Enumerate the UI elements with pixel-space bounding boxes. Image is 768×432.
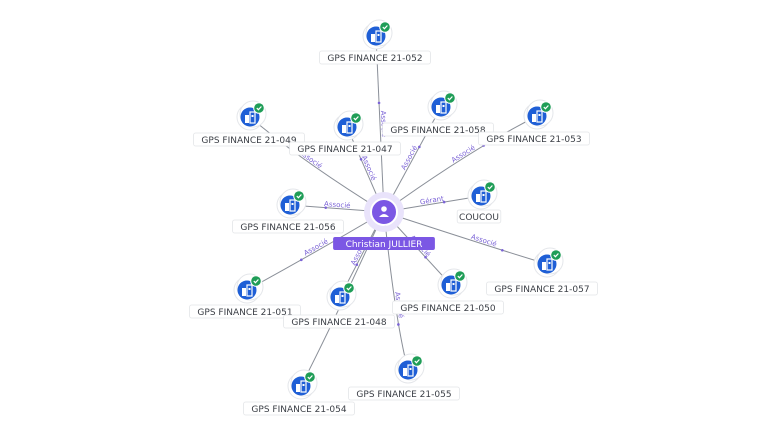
building-icon bbox=[446, 283, 450, 291]
edge-arrow bbox=[377, 101, 381, 105]
node-label: COUCOU bbox=[459, 213, 499, 223]
edge-arrow bbox=[355, 263, 359, 267]
building-icon bbox=[342, 125, 346, 133]
person-label: Christian JULLIER bbox=[346, 240, 423, 250]
node-label: GPS FINANCE 21-052 bbox=[327, 54, 422, 64]
verified-check-icon bbox=[304, 371, 316, 383]
node-label-box bbox=[392, 300, 504, 315]
node-label-box bbox=[456, 209, 502, 224]
node-label: GPS FINANCE 21-057 bbox=[494, 285, 589, 295]
company-node-n054[interactable]: GPS FINANCE 21-054 bbox=[243, 369, 355, 416]
verified-check-icon bbox=[444, 92, 456, 104]
building-icon bbox=[371, 34, 375, 42]
node-label-box bbox=[243, 401, 355, 416]
node-label-box bbox=[348, 386, 460, 401]
edge-label: Associé bbox=[360, 154, 378, 181]
verified-check-icon bbox=[253, 102, 265, 114]
edge-line bbox=[383, 211, 409, 371]
building-icon bbox=[242, 288, 246, 296]
person-label-box bbox=[333, 237, 435, 250]
node-label-box bbox=[486, 281, 598, 296]
edge-label: Associé bbox=[324, 200, 351, 210]
verified-check-icon bbox=[379, 21, 391, 33]
node-label-box bbox=[283, 314, 395, 329]
edge-label: Associé bbox=[400, 144, 420, 171]
edge-line bbox=[249, 116, 385, 213]
node-label: GPS FINANCE 21-047 bbox=[297, 145, 392, 155]
person-icon-disc bbox=[370, 198, 398, 226]
node-label-box bbox=[289, 141, 401, 156]
node-label-box bbox=[478, 131, 590, 146]
node-label: GPS FINANCE 21-055 bbox=[356, 390, 451, 400]
building-icon bbox=[335, 295, 339, 303]
company-node-n051[interactable]: GPS FINANCE 21-051 bbox=[189, 273, 301, 319]
node-label: GPS FINANCE 21-048 bbox=[291, 318, 386, 328]
edge-n055: Associé bbox=[383, 211, 409, 371]
company-node-n050[interactable]: GPS FINANCE 21-050 bbox=[392, 268, 504, 315]
company-node-n057[interactable]: GPS FINANCE 21-057 bbox=[486, 247, 598, 296]
node-label-box bbox=[193, 132, 305, 147]
verified-check-icon bbox=[484, 181, 496, 193]
company-node-n049[interactable]: GPS FINANCE 21-049 bbox=[193, 100, 305, 147]
node-label: GPS FINANCE 21-050 bbox=[400, 304, 495, 314]
person-node-center[interactable]: Christian JULLIER bbox=[333, 192, 435, 250]
building-icon bbox=[245, 115, 249, 123]
node-label: GPS FINANCE 21-053 bbox=[486, 135, 581, 145]
company-node-n056[interactable]: GPS FINANCE 21-056 bbox=[232, 188, 344, 234]
edge-arrow bbox=[300, 258, 303, 262]
edge-arrow bbox=[501, 248, 504, 252]
node-label: GPS FINANCE 21-049 bbox=[201, 136, 296, 146]
edge-label: Gérant bbox=[419, 195, 444, 207]
edge-arrow bbox=[359, 158, 363, 161]
verified-check-icon bbox=[350, 112, 362, 124]
company-node-n055[interactable]: GPS FINANCE 21-055 bbox=[348, 353, 460, 401]
node-label: GPS FINANCE 21-058 bbox=[390, 126, 485, 136]
company-node-n058[interactable]: GPS FINANCE 21-058 bbox=[382, 90, 494, 137]
verified-check-icon bbox=[411, 355, 423, 367]
edge-line bbox=[375, 35, 385, 213]
edge-label: Associé bbox=[470, 233, 498, 249]
edge-arrow bbox=[442, 200, 446, 204]
node-label: GPS FINANCE 21-056 bbox=[240, 223, 335, 233]
verified-check-icon bbox=[343, 282, 355, 294]
node-label-box bbox=[189, 304, 301, 319]
person-icon bbox=[379, 206, 389, 217]
building-icon bbox=[436, 105, 440, 113]
company-node-n053[interactable]: GPS FINANCE 21-053 bbox=[478, 99, 590, 146]
verified-check-icon bbox=[250, 275, 262, 287]
verified-check-icon bbox=[550, 249, 562, 261]
node-label: GPS FINANCE 21-051 bbox=[197, 308, 292, 318]
edge-arrow bbox=[418, 145, 421, 149]
verified-check-icon bbox=[540, 101, 552, 113]
building-icon bbox=[403, 368, 407, 376]
edge-line bbox=[383, 115, 538, 213]
company-node-coucou[interactable]: COUCOU bbox=[456, 179, 502, 224]
edge-arrow bbox=[424, 255, 427, 259]
company-node-n047[interactable]: GPS FINANCE 21-047 bbox=[289, 110, 401, 156]
company-node-n052[interactable]: GPS FINANCE 21-052 bbox=[319, 19, 431, 65]
edge-label: Associé bbox=[303, 237, 330, 257]
verified-check-icon bbox=[454, 270, 466, 282]
building-icon bbox=[542, 262, 546, 270]
company-node-n048[interactable]: GPS FINANCE 21-048 bbox=[283, 280, 395, 329]
node-label: GPS FINANCE 21-054 bbox=[251, 405, 346, 415]
node-label-box bbox=[319, 50, 431, 65]
verified-check-icon bbox=[293, 190, 305, 202]
building-icon bbox=[476, 194, 480, 202]
node-label-box bbox=[232, 219, 344, 234]
node-label-box bbox=[382, 122, 494, 137]
edge-arrow bbox=[397, 323, 400, 326]
edge-label: Associé bbox=[450, 144, 477, 165]
building-icon bbox=[285, 203, 289, 211]
edge-arrow bbox=[324, 206, 328, 209]
building-icon bbox=[296, 384, 300, 392]
building-icon bbox=[532, 114, 536, 122]
